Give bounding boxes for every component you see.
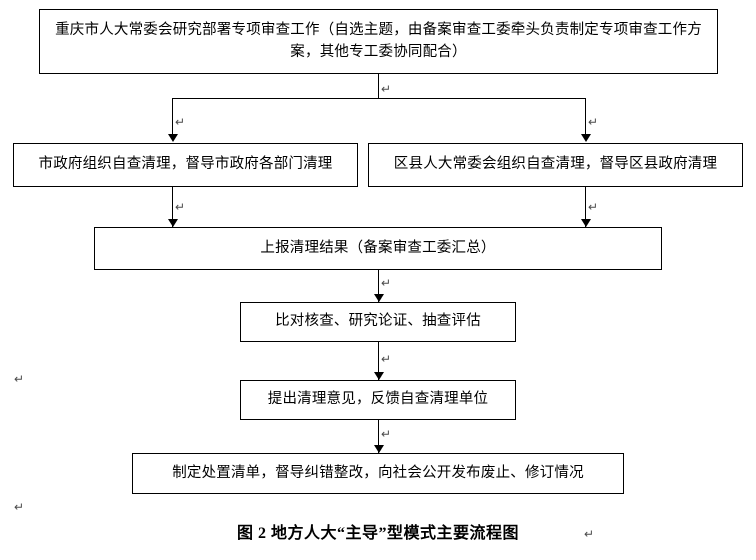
arrow-right-to-report [581, 219, 591, 227]
connector-split-bar [172, 98, 585, 99]
return-mark-report-verify: ↵ [381, 276, 392, 290]
connector-top-stem [378, 74, 379, 98]
connector-report-verify [378, 270, 379, 302]
node-opinion-label: 提出清理意见，反馈自查清理单位 [267, 391, 489, 408]
connector-right-branch [585, 98, 586, 134]
return-mark-verify-opinion: ↵ [381, 352, 392, 366]
node-left-label: 市政府组织自查清理，督导市政府各部门清理 [38, 156, 333, 173]
return-mark-right-branch: ↵ [588, 115, 599, 129]
arrow-opinion-to-final [374, 445, 384, 453]
node-final-label: 制定处置清单，督导纠错整改，向社会公开发布废止、修订情况 [172, 464, 584, 481]
node-right-label: 区县人大常委会组织自查清理，督导区县政府清理 [393, 156, 718, 173]
node-left: 市政府组织自查清理，督导市政府各部门清理 [13, 143, 358, 187]
connector-left-branch [172, 98, 173, 134]
return-mark-caption: ↵ [584, 527, 595, 541]
return-mark-left-margin: ↵ [14, 372, 25, 386]
return-mark-final-bottom: ↵ [14, 500, 25, 514]
return-mark-opinion-final: ↵ [381, 427, 392, 441]
return-mark-right-down: ↵ [588, 200, 599, 214]
arrow-to-left-node [168, 134, 178, 142]
arrow-to-right-node [581, 134, 591, 142]
node-top-label: 重庆市人大常委会研究部署专项审查工作（自选主题，由备案审查工委牵头负责制定专项审… [55, 21, 702, 60]
connector-left-down [172, 187, 173, 227]
figure-caption: 图 2 地方人大“主导”型模式主要流程图 [236, 525, 519, 542]
node-verify: 比对核查、研究论证、抽查评估 [240, 302, 516, 342]
node-report: 上报清理结果（备案审查工委汇总） [94, 227, 662, 270]
connector-opinion-final [378, 420, 379, 453]
node-report-label: 上报清理结果（备案审查工委汇总） [260, 239, 496, 256]
node-right: 区县人大常委会组织自查清理，督导区县政府清理 [368, 143, 743, 187]
node-final: 制定处置清单，督导纠错整改，向社会公开发布废止、修订情况 [132, 453, 624, 494]
node-verify-label: 比对核查、研究论证、抽查评估 [275, 313, 481, 330]
arrow-report-to-verify [374, 294, 384, 302]
connector-right-down [585, 187, 586, 227]
return-mark-left-branch: ↵ [175, 115, 186, 129]
connector-verify-opinion [378, 342, 379, 380]
return-mark-top-stem: ↵ [381, 82, 392, 96]
node-top: 重庆市人大常委会研究部署专项审查工作（自选主题，由备案审查工委牵头负责制定专项审… [39, 9, 718, 74]
arrow-verify-to-opinion [374, 372, 384, 380]
arrow-left-to-report [168, 219, 178, 227]
return-mark-left-down: ↵ [175, 200, 186, 214]
node-opinion: 提出清理意见，反馈自查清理单位 [240, 380, 516, 420]
